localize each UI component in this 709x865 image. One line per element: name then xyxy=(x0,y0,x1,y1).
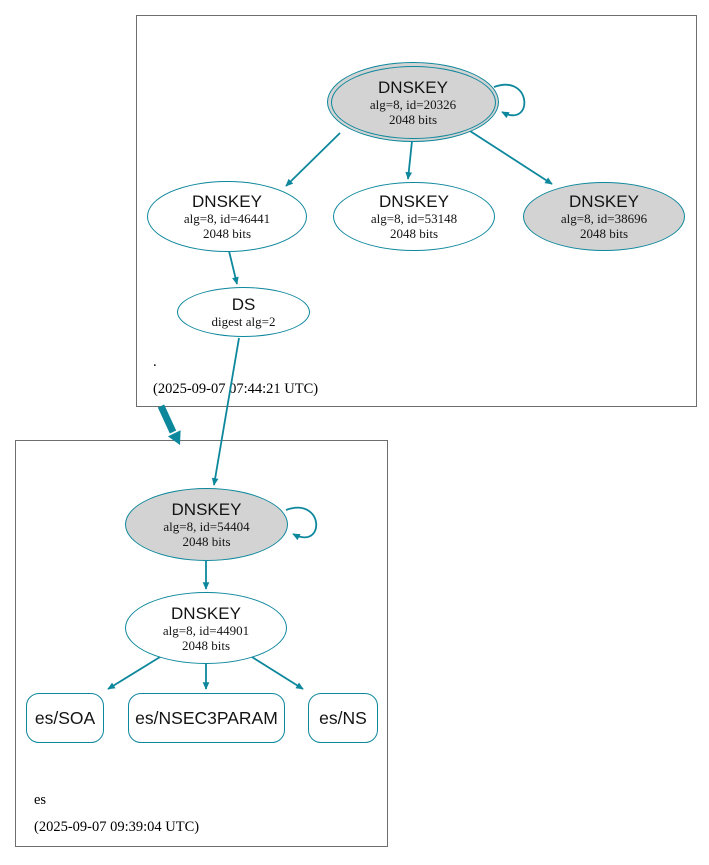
node-dnskey-53148[interactable]: DNSKEY alg=8, id=53148 2048 bits xyxy=(333,182,495,251)
delegation-arrow xyxy=(157,404,177,434)
zone-timestamp-root: (2025-09-07 07:44:21 UTC) xyxy=(153,380,319,397)
node-detail-alg: alg=8, id=44901 xyxy=(162,622,250,638)
node-dnskey-44901[interactable]: DNSKEY alg=8, id=44901 2048 bits xyxy=(125,592,287,664)
node-title: DNSKEY xyxy=(171,500,242,519)
node-title: DS xyxy=(231,295,256,314)
node-title: DNSKEY xyxy=(192,192,262,211)
zone-name-es: es xyxy=(34,792,47,808)
zone-box-es: es (2025-09-07 09:39:04 UTC) xyxy=(15,440,388,847)
node-title: DNSKEY xyxy=(379,192,449,211)
node-rrset-es-soa[interactable]: es/SOA xyxy=(26,693,104,743)
node-dnskey-46441[interactable]: DNSKEY alg=8, id=46441 2048 bits xyxy=(147,181,307,252)
node-detail-bits: 2048 bits xyxy=(202,226,252,241)
zone-name-root: . xyxy=(153,354,157,370)
node-ds-root[interactable]: DS digest alg=2 xyxy=(177,287,310,337)
node-detail-bits: 2048 bits xyxy=(389,226,439,241)
node-detail-alg: alg=8, id=54404 xyxy=(163,519,250,534)
node-title: DNSKEY xyxy=(378,77,448,97)
node-dnskey-20326-inner-ring: DNSKEY alg=8, id=20326 2048 bits xyxy=(330,65,496,139)
node-title: DNSKEY xyxy=(569,192,639,211)
node-detail-bits: 2048 bits xyxy=(182,534,231,549)
rrset-label: es/NSEC3PARAM xyxy=(135,707,278,728)
node-detail-alg: alg=8, id=38696 xyxy=(560,211,648,226)
node-detail-alg: alg=8, id=53148 xyxy=(370,211,458,226)
node-dnskey-38696[interactable]: DNSKEY alg=8, id=38696 2048 bits xyxy=(523,182,685,251)
rrset-label: es/SOA xyxy=(34,707,96,728)
node-dnskey-54404[interactable]: DNSKEY alg=8, id=54404 2048 bits xyxy=(125,488,288,561)
node-detail-alg: alg=8, id=46441 xyxy=(183,211,271,226)
node-detail-bits: 2048 bits xyxy=(579,226,629,241)
node-dnskey-20326[interactable]: DNSKEY alg=8, id=20326 2048 bits xyxy=(327,62,499,142)
node-detail-alg: alg=8, id=20326 xyxy=(369,96,457,112)
zone-timestamp-es: (2025-09-07 09:39:04 UTC) xyxy=(34,818,200,835)
zone-meta-root: . (2025-09-07 07:44:21 UTC) xyxy=(153,355,318,396)
node-rrset-es-nsec3param[interactable]: es/NSEC3PARAM xyxy=(128,693,285,743)
node-detail-alg: digest alg=2 xyxy=(211,314,276,329)
rrset-label: es/NS xyxy=(319,707,367,728)
zone-meta-es: es (2025-09-07 09:39:04 UTC) xyxy=(34,793,199,834)
node-detail-bits: 2048 bits xyxy=(388,111,438,127)
node-title: DNSKEY xyxy=(171,603,241,623)
node-detail-bits: 2048 bits xyxy=(181,637,231,653)
node-rrset-es-ns[interactable]: es/NS xyxy=(308,693,378,743)
